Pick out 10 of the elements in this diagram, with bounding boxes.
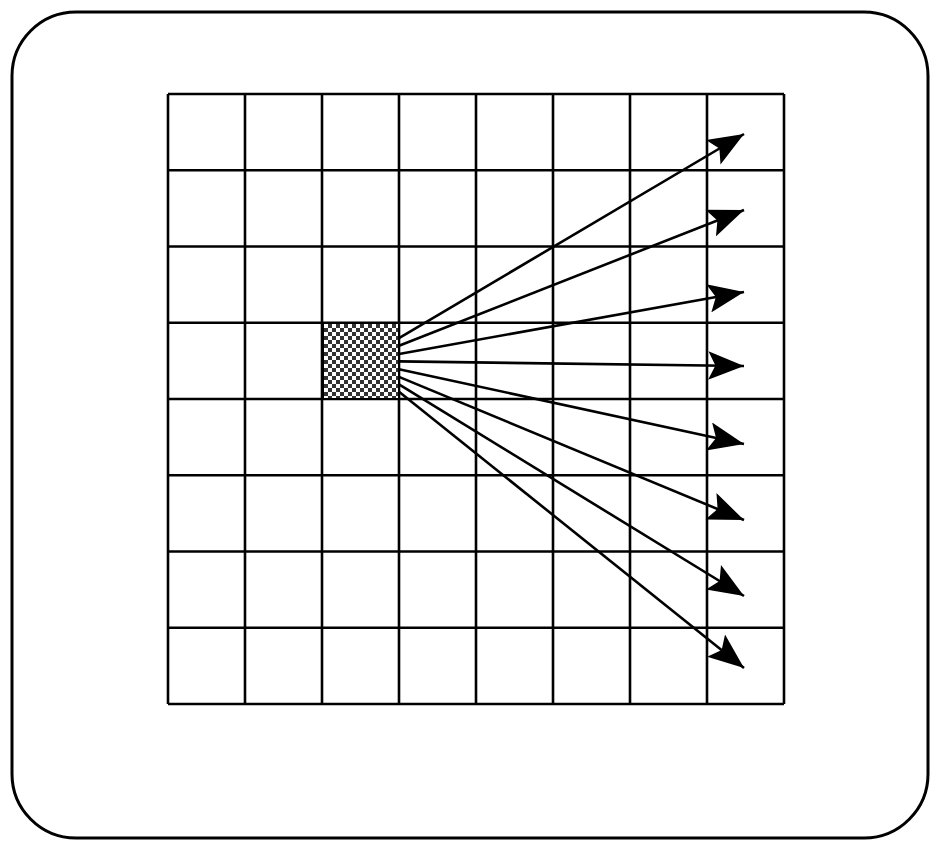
arrow [398,375,745,522]
arrow [398,367,745,451]
arrow [398,284,745,356]
arrow [399,351,744,380]
checkered-cell [322,322,399,399]
arrow [398,132,745,340]
arrow [398,390,745,669]
arrow [398,383,745,598]
grid [168,94,784,704]
arrow [398,208,745,347]
